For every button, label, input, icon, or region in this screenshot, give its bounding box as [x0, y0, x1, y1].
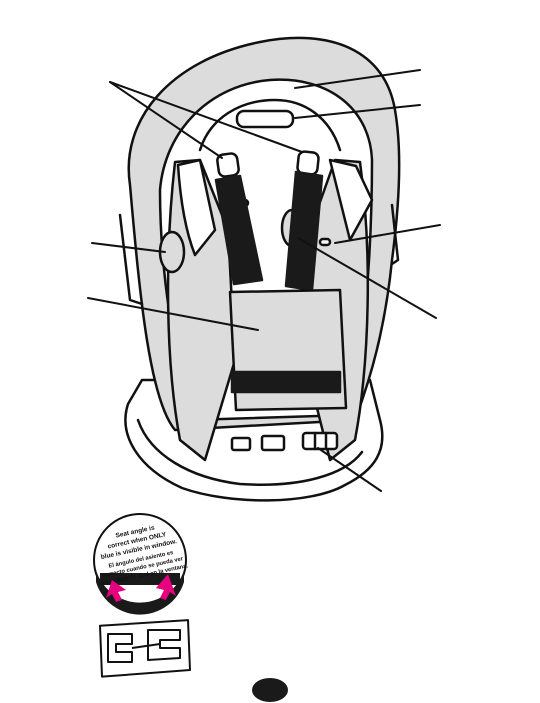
retainer-clip-icon: [99, 619, 191, 678]
level-indicator-window: [301, 431, 339, 451]
left-head-pad: [176, 158, 217, 257]
page-number-oval: [252, 678, 288, 702]
left-strap-slot-plate: [216, 152, 240, 178]
callout-lines: [87, 69, 441, 492]
level-indicator-badge: Seat angle is correct when ONLY blue is …: [93, 513, 189, 615]
left-side-wing: [166, 158, 237, 462]
crotch-strap-band: [230, 370, 342, 394]
right-pink-arrow-icon: [156, 574, 176, 600]
left-harness-strap: [214, 174, 264, 286]
right-head-pad: [328, 158, 374, 242]
left-pink-arrow-icon: [106, 580, 126, 602]
